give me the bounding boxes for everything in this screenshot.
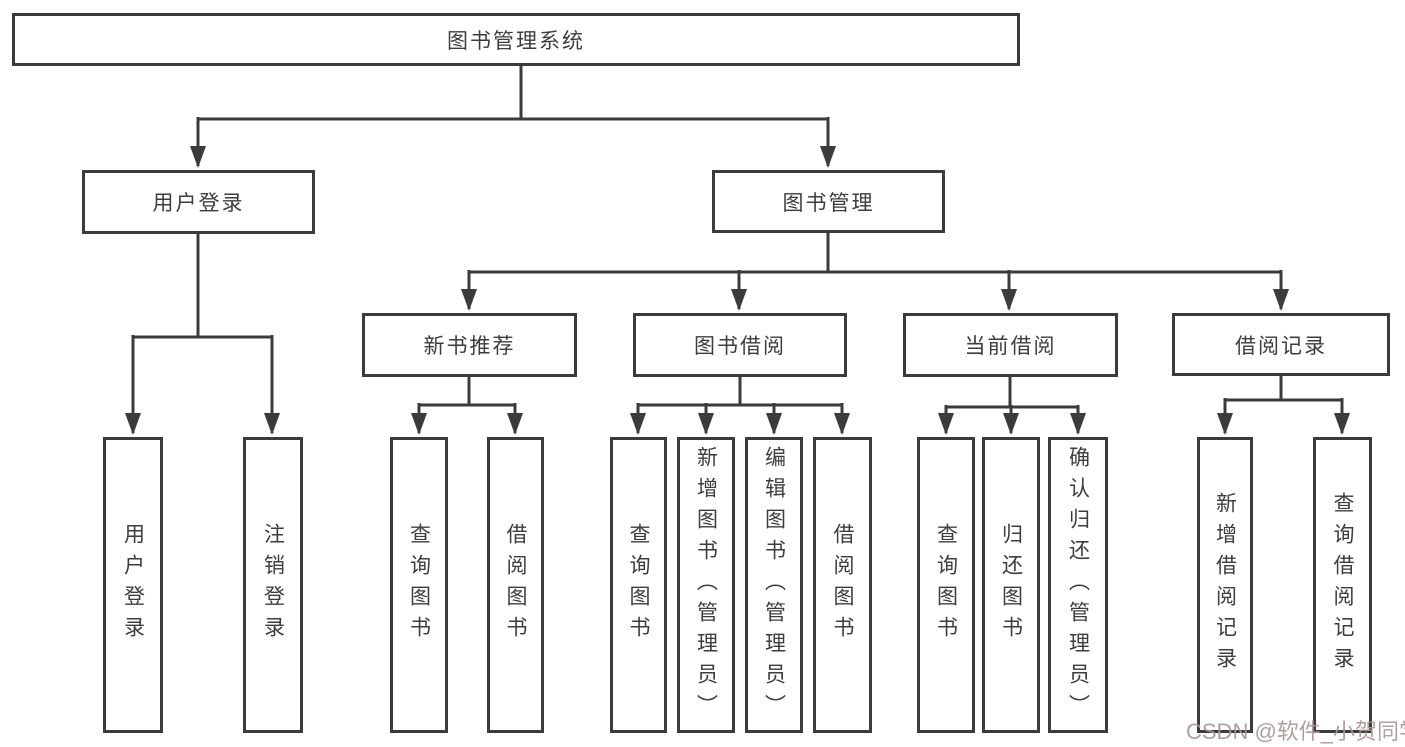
leaf-user-login-label: 用户登录 bbox=[121, 523, 145, 647]
leaf-borrow-books-2: 借阅图书 bbox=[813, 437, 872, 733]
leaf-logout-label: 注销登录 bbox=[261, 523, 285, 647]
node-user-login-label: 用户登录 bbox=[152, 192, 245, 215]
node-user-login: 用户登录 bbox=[82, 170, 315, 234]
leaf-return-books-label: 归还图书 bbox=[999, 523, 1023, 647]
node-book-management-label: 图书管理 bbox=[782, 191, 875, 215]
connector-current-borrow-children bbox=[938, 377, 1086, 435]
leaf-confirm-return-admin: 确认归还（管理员） bbox=[1048, 437, 1108, 733]
node-library-management-system: 图书管理系统 bbox=[12, 13, 1020, 66]
leaf-add-borrow-record-label: 新增借阅记录 bbox=[1213, 492, 1237, 678]
node-new-book-recommend: 新书推荐 bbox=[362, 313, 577, 377]
leaf-add-books-admin: 新增图书（管理员） bbox=[677, 437, 735, 733]
node-new-book-recommend-label: 新书推荐 bbox=[423, 335, 516, 358]
leaf-add-borrow-record: 新增借阅记录 bbox=[1197, 437, 1253, 733]
connector-borrow-records-children bbox=[1217, 375, 1350, 435]
leaf-return-books: 归还图书 bbox=[982, 437, 1040, 733]
leaf-logout: 注销登录 bbox=[243, 437, 303, 733]
leaf-borrow-books-2-label: 借阅图书 bbox=[831, 523, 854, 647]
leaf-query-borrow-record-label: 查询借阅记录 bbox=[1331, 492, 1354, 678]
node-book-borrow: 图书借阅 bbox=[633, 313, 847, 377]
leaf-user-login: 用户登录 bbox=[103, 437, 163, 733]
node-current-borrow-label: 当前借阅 bbox=[964, 335, 1057, 358]
leaf-borrow-books-1: 借阅图书 bbox=[487, 437, 544, 733]
leaf-query-books-3-label: 查询图书 bbox=[934, 523, 958, 647]
leaf-query-books-2: 查询图书 bbox=[610, 437, 667, 733]
leaf-edit-books-admin-label: 编辑图书（管理员） bbox=[762, 445, 786, 725]
node-library-management-system-label: 图书管理系统 bbox=[447, 29, 585, 53]
leaf-query-books-1: 查询图书 bbox=[390, 437, 448, 733]
csdn-watermark: CSDN @软件_小贺同学 bbox=[1186, 719, 1405, 744]
connector-book-management-children bbox=[461, 233, 1289, 311]
connector-book-borrow-children bbox=[630, 377, 850, 435]
connector-new-book-recommend-children bbox=[411, 377, 523, 435]
node-borrow-records: 借阅记录 bbox=[1172, 313, 1390, 376]
leaf-query-books-2-label: 查询图书 bbox=[627, 523, 650, 647]
node-borrow-records-label: 借阅记录 bbox=[1235, 334, 1327, 358]
leaf-query-borrow-record: 查询借阅记录 bbox=[1313, 437, 1372, 733]
leaf-query-books-1-label: 查询图书 bbox=[407, 523, 431, 647]
leaf-confirm-return-admin-label: 确认归还（管理员） bbox=[1066, 445, 1090, 725]
leaf-add-books-admin-label: 新增图书（管理员） bbox=[694, 445, 718, 725]
connector-user-login-children bbox=[125, 234, 280, 435]
leaf-borrow-books-1-label: 借阅图书 bbox=[504, 523, 527, 647]
node-current-borrow: 当前借阅 bbox=[903, 313, 1118, 377]
connector-root-to-level1 bbox=[190, 66, 836, 168]
node-book-borrow-label: 图书借阅 bbox=[694, 335, 786, 358]
leaf-query-books-3: 查询图书 bbox=[917, 437, 975, 733]
node-book-management: 图书管理 bbox=[712, 170, 945, 233]
leaf-edit-books-admin: 编辑图书（管理员） bbox=[745, 437, 803, 733]
